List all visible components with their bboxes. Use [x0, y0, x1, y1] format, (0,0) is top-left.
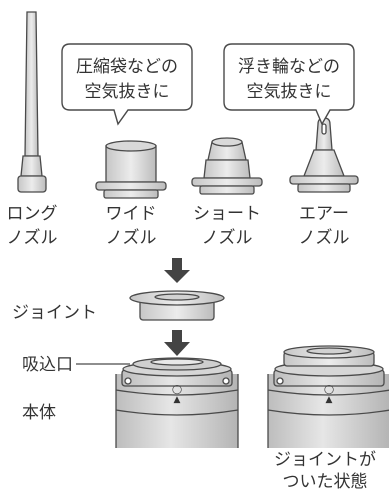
short-nozzle-label-1: ショート — [193, 204, 261, 224]
main-body-left — [115, 357, 239, 448]
long-nozzle-label-2: ノズル — [7, 228, 58, 248]
bubble-1-line-2: 空気抜きに — [85, 82, 170, 102]
speech-bubble-compression-bag: 圧縮袋などの 空気抜きに — [61, 43, 193, 126]
down-arrow-to-joint — [164, 258, 190, 283]
wide-nozzle-label-1: ワイド — [106, 204, 157, 224]
body-right-arrow-mark: ▲ — [326, 395, 333, 405]
body-label: 本体 — [22, 403, 56, 423]
long-nozzle-label-1: ロング — [7, 204, 58, 224]
short-nozzle-label-2: ノズル — [202, 228, 253, 248]
speech-bubble-swim-ring: 浮き輪などの 空気抜きに — [223, 43, 355, 126]
attached-state-label-1: ジョイントが — [274, 450, 376, 470]
bubble-2-line-2: 空気抜きに — [247, 82, 332, 102]
joint-illustration — [129, 290, 225, 321]
air-nozzle-label-2: ノズル — [299, 228, 350, 248]
short-nozzle-illustration — [191, 137, 263, 195]
body-right-ring-mark: ◯ — [324, 385, 334, 395]
air-nozzle-label-1: エアー — [299, 204, 349, 224]
long-nozzle-illustration — [17, 11, 47, 193]
body-ring-mark: ◯ — [172, 385, 182, 395]
bubble-2-line-1: 浮き輪などの — [238, 57, 340, 77]
main-body-right-with-joint — [267, 345, 389, 448]
body-arrow-mark: ▲ — [174, 395, 181, 405]
nozzle-labels: ロング ノズル ワイド ノズル ショート ノズル エアー ノズル — [7, 204, 350, 248]
down-arrow-to-intake — [164, 330, 190, 356]
joint-label: ジョイント — [12, 303, 97, 323]
wide-nozzle-illustration — [95, 140, 167, 199]
wide-nozzle-label-2: ノズル — [106, 228, 157, 248]
bubble-1-line-1: 圧縮袋などの — [76, 57, 178, 77]
attached-state-label-2: ついた状態 — [283, 472, 368, 492]
intake-label: 吸込口 — [22, 355, 73, 375]
air-nozzle-illustration — [289, 117, 359, 193]
